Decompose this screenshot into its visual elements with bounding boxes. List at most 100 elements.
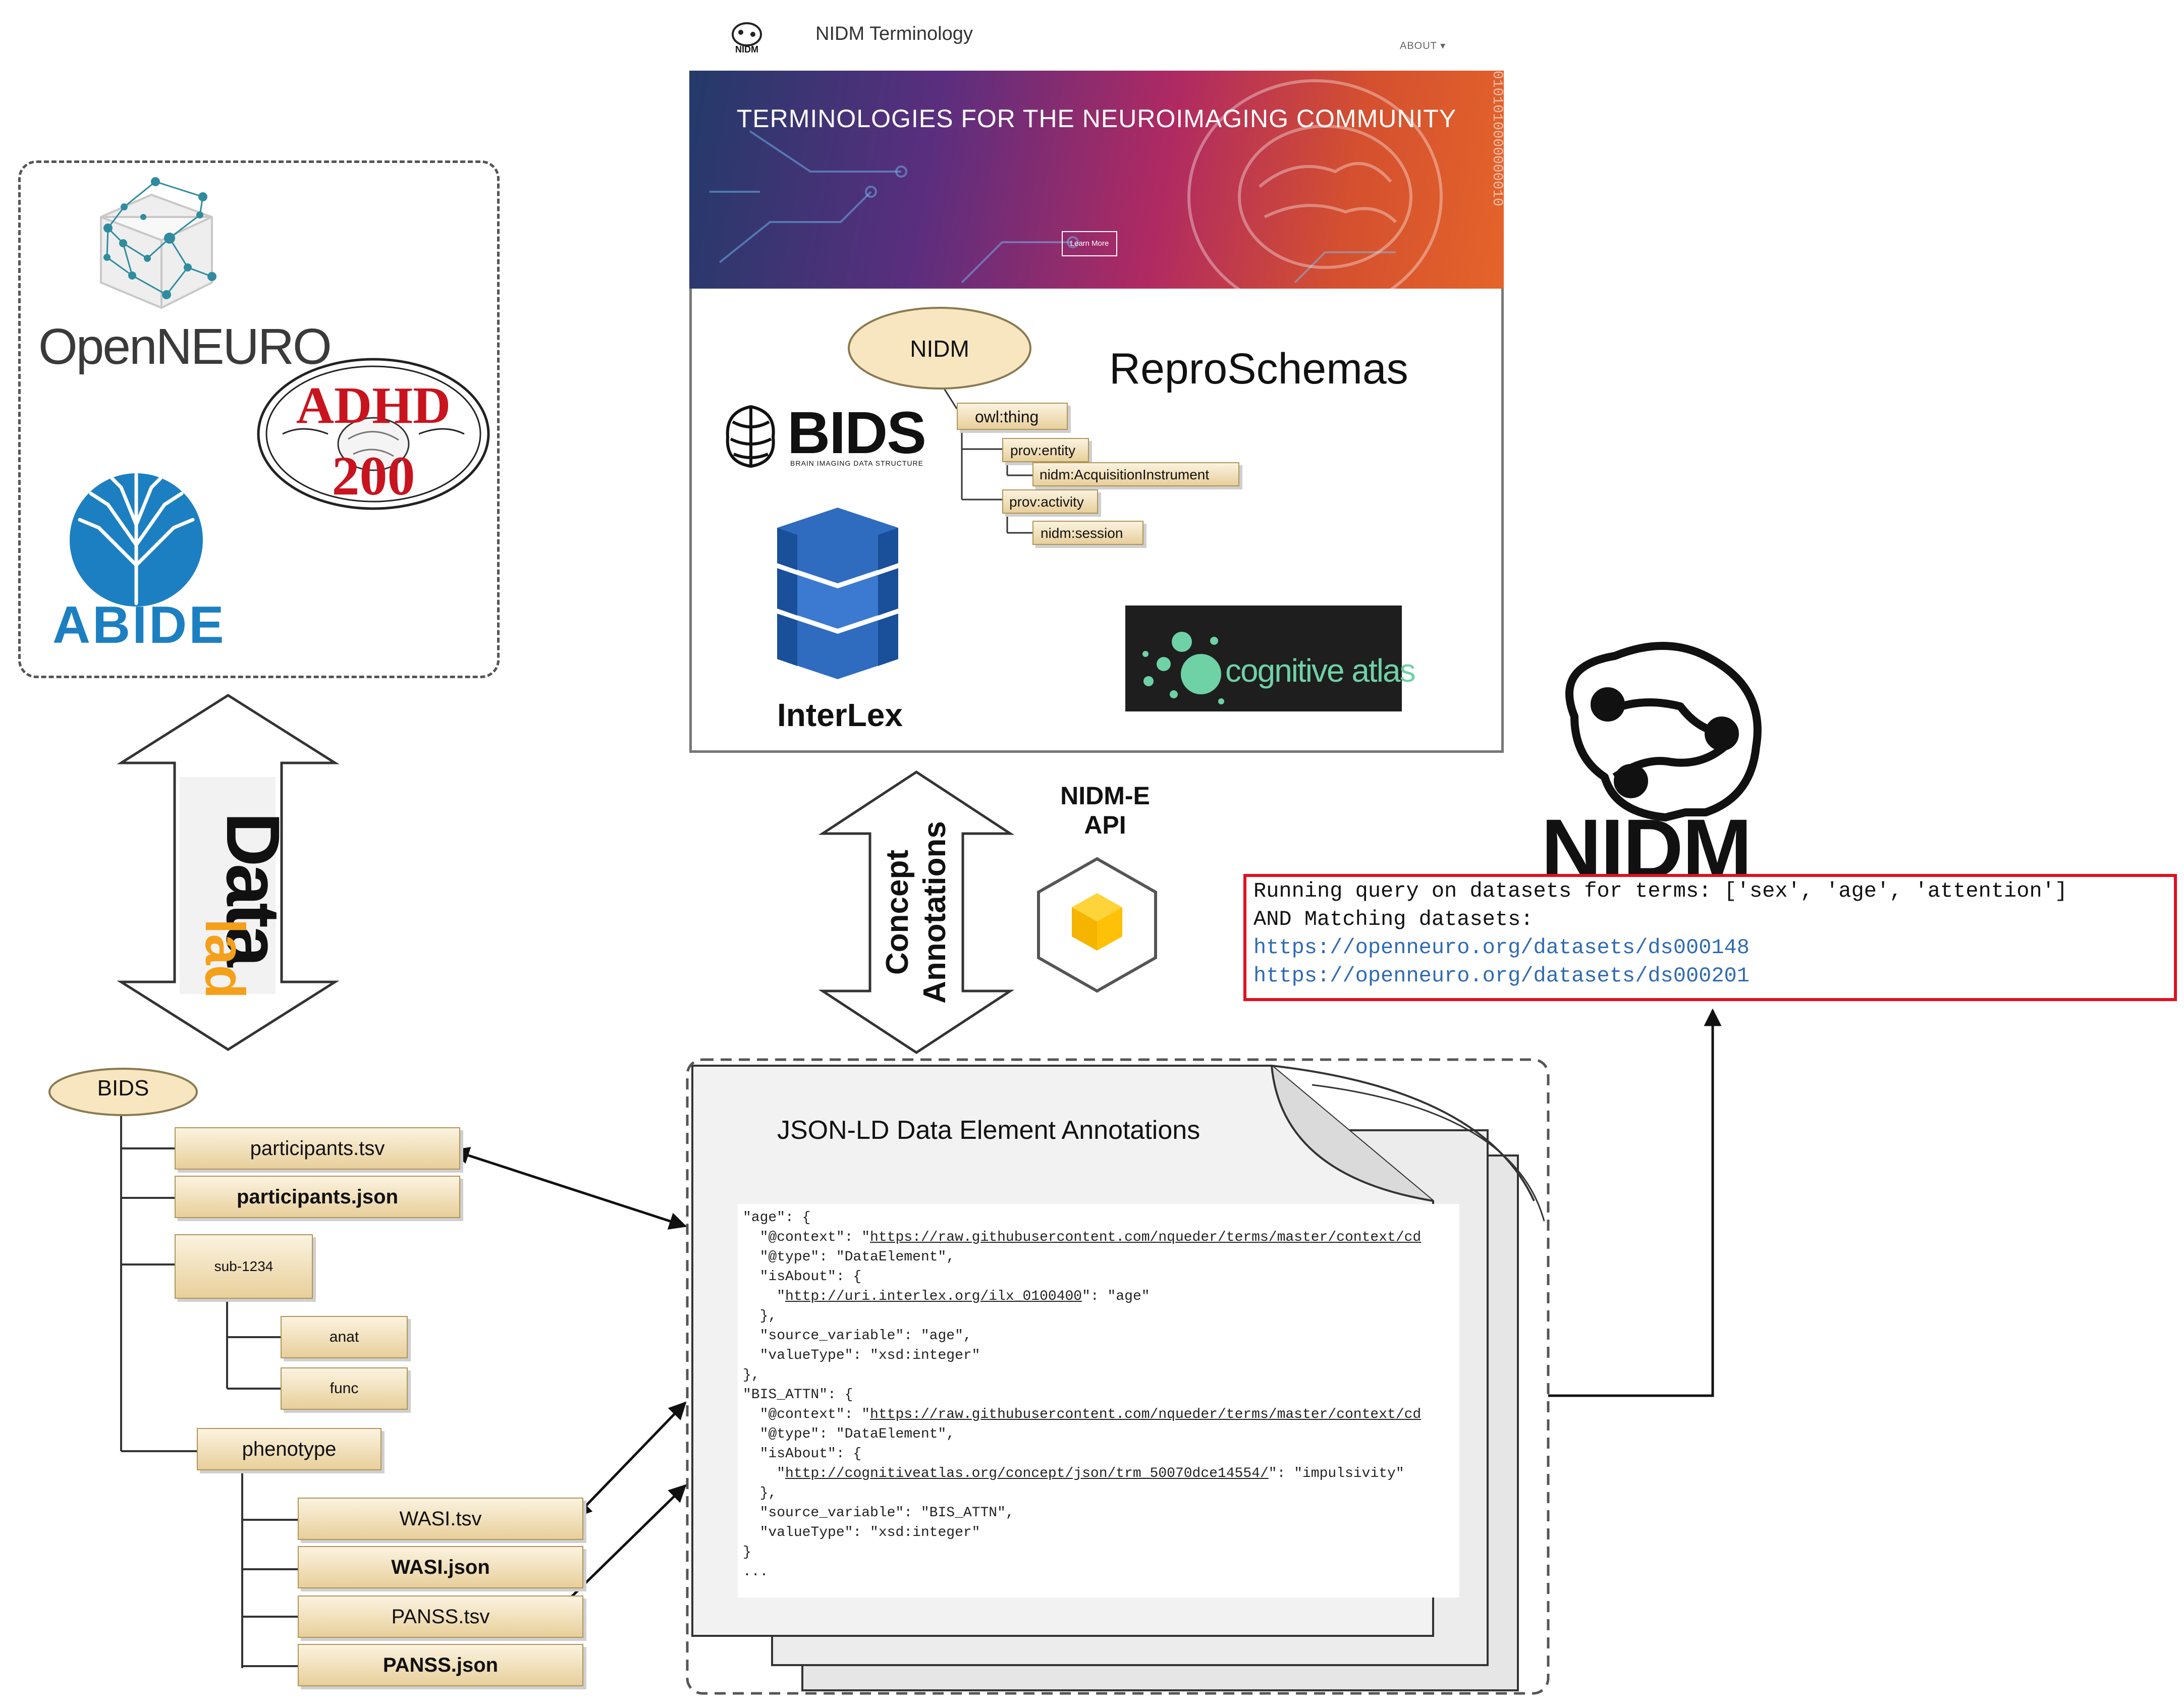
site-nav-about-label[interactable]: ABOUT [1400,40,1437,51]
site-title[interactable]: NIDM Terminology [815,23,973,44]
code-text: }, [743,1367,760,1383]
adhd-number-label: 200 [332,445,415,507]
banner-title: TERMINOLOGIES FOR THE NEUROIMAGING COMMU… [736,104,1457,133]
code-link[interactable]: http://cognitiveatlas.org/concept/json/t… [785,1466,1269,1481]
tree-item-wasi-json: WASI.json [298,1546,583,1588]
tree-item-panss-tsv: PANSS.tsv [298,1595,583,1638]
bids-tree-connectors [120,1114,298,1668]
nidm-site-logo-icon [727,19,767,60]
code-link[interactable]: https://raw.githubusercontent.com/nquede… [870,1407,1422,1422]
adhd-label: ADHD [296,376,451,434]
code-line: "valueType": "xsd:integer" [743,1523,1454,1543]
code-text: " [743,1289,786,1304]
query-line-2: AND Matching datasets: [1253,907,1534,931]
code-line: "source_variable": "BIS_ATTN", [743,1503,1454,1523]
ontology-node-prov-activity: prov:activity [1002,489,1098,514]
code-text: "@context": " [743,1230,870,1245]
code-text: "BIS_ATTN": { [743,1387,853,1403]
code-line: "@type": "DataElement", [743,1424,1454,1444]
code-text: "age": { [743,1210,811,1226]
cognitive-atlas-label: cognitive atlas [1225,652,1416,689]
code-line: "age": { [743,1208,1454,1228]
openneuro-cube-icon [100,177,216,309]
code-line: "@context": "https://raw.githubuserconte… [743,1228,1454,1247]
tree-item-sub-1234: sub-1234 [175,1234,313,1299]
svg-text:lad: lad [194,919,256,999]
code-line: "@context": "https://raw.githubuserconte… [743,1405,1454,1424]
code-link[interactable]: https://raw.githubusercontent.com/nquede… [870,1230,1422,1245]
concept-annotations-label: Concept Annotations [879,771,954,1054]
code-text: "valueType": "xsd:integer" [743,1525,980,1540]
code-text: "@context": " [743,1407,870,1422]
code-text: "@type": "DataElement", [743,1426,955,1442]
json-ld-code-block: "age": { "@context": "https://raw.github… [738,1204,1459,1598]
site-header [689,0,1504,71]
concept-label-line1: Concept [880,850,915,975]
interlex-database-icon [757,508,918,691]
site-banner [689,71,1504,289]
code-link[interactable]: http://uri.interlex.org/ilx_0100400 [785,1289,1082,1304]
ontology-node-nidm-session: nidm:session [1032,521,1143,545]
code-text: ... [743,1564,769,1580]
site-nav-about[interactable]: ABOUT ▾ [1400,39,1446,52]
code-text: "isAbout": { [743,1269,862,1285]
code-text: }, [743,1308,777,1324]
code-line: }, [743,1306,1454,1326]
code-text: } [743,1545,751,1560]
tree-item-phenotype: phenotype [197,1428,381,1470]
code-line: "valueType": "xsd:integer" [743,1346,1454,1365]
interlex-label: InterLex [777,697,903,733]
nidm-e-api-line1: NIDM-E [1060,782,1150,810]
dataset-link-2[interactable]: https://openneuro.org/datasets/ds000201 [1253,964,1750,988]
reproschemas-label: ReproSchemas [1109,345,1408,393]
code-line: } [743,1543,1454,1562]
code-line: "source_variable": "age", [743,1326,1454,1346]
code-text: }, [743,1485,777,1501]
openneuro-label: OpenNEURO [38,318,332,375]
tree-item-panss-json: PANSS.json [298,1644,583,1686]
banner-circuit-graphic [709,79,1443,289]
datalad-logo-icon: Data lad [180,777,296,999]
tree-item-func: func [281,1367,408,1410]
ontology-node-acquisition-instrument: nidm:AcquisitionInstrument [1032,462,1239,486]
tree-item-wasi-tsv: WASI.tsv [298,1498,583,1540]
code-text: "source_variable": "age", [743,1328,972,1344]
code-text: " [743,1466,786,1481]
code-text-suffix: ": "impulsivity" [1268,1466,1404,1481]
query-result-box: Running query on datasets for terms: ['s… [1243,874,2177,1001]
concept-label-line2: Annotations [917,821,952,1004]
tree-item-anat: anat [281,1316,408,1358]
code-line: "http://uri.interlex.org/ilx_0100400": "… [743,1287,1454,1306]
tree-item-participants-json: participants.json [175,1176,460,1218]
code-text: "source_variable": "BIS_ATTN", [743,1505,1014,1521]
bids-logo-subtitle: BRAIN IMAGING DATA STRUCTURE [790,459,923,467]
annotations-doc-title: JSON-LD Data Element Annotations [777,1116,1200,1145]
ontology-node-prov-entity: prov:entity [1002,438,1089,462]
cognitive-atlas-panel [1125,605,1402,711]
annotation-to-query-arrow [1548,1008,1722,1397]
code-line: }, [743,1365,1454,1385]
adhd200-seal-icon [257,358,490,510]
svg-text:Data: Data [211,812,296,968]
chevron-down-icon[interactable]: ▾ [1437,40,1446,51]
cognitive-atlas-bubbles-icon [1142,632,1224,704]
code-line: }, [743,1483,1454,1503]
code-text-suffix: ": "age" [1082,1289,1150,1304]
code-line: "isAbout": { [743,1267,1454,1287]
code-line: "BIS_ATTN": { [743,1385,1454,1405]
tree-item-participants-tsv: participants.tsv [175,1127,460,1170]
nidm-brain-logo-icon [1565,642,1762,821]
bids-brain-icon [721,402,781,472]
code-text: "valueType": "xsd:integer" [743,1348,980,1363]
nidm-e-api-line2: API [1084,811,1126,839]
banner-binary-digits: 0101010000000010 [1489,71,1505,206]
bids-root-oval [48,1068,198,1116]
concept-annotations-double-arrow [818,770,1015,1054]
abide-label: ABIDE [52,596,226,654]
dataset-link-1[interactable]: https://openneuro.org/datasets/ds000148 [1253,935,1750,960]
learn-more-button[interactable]: Learn More [1062,231,1117,256]
code-line: "isAbout": { [743,1444,1454,1464]
ontology-tree-graphic [848,307,1032,534]
ontology-root: NIDM [910,336,969,362]
